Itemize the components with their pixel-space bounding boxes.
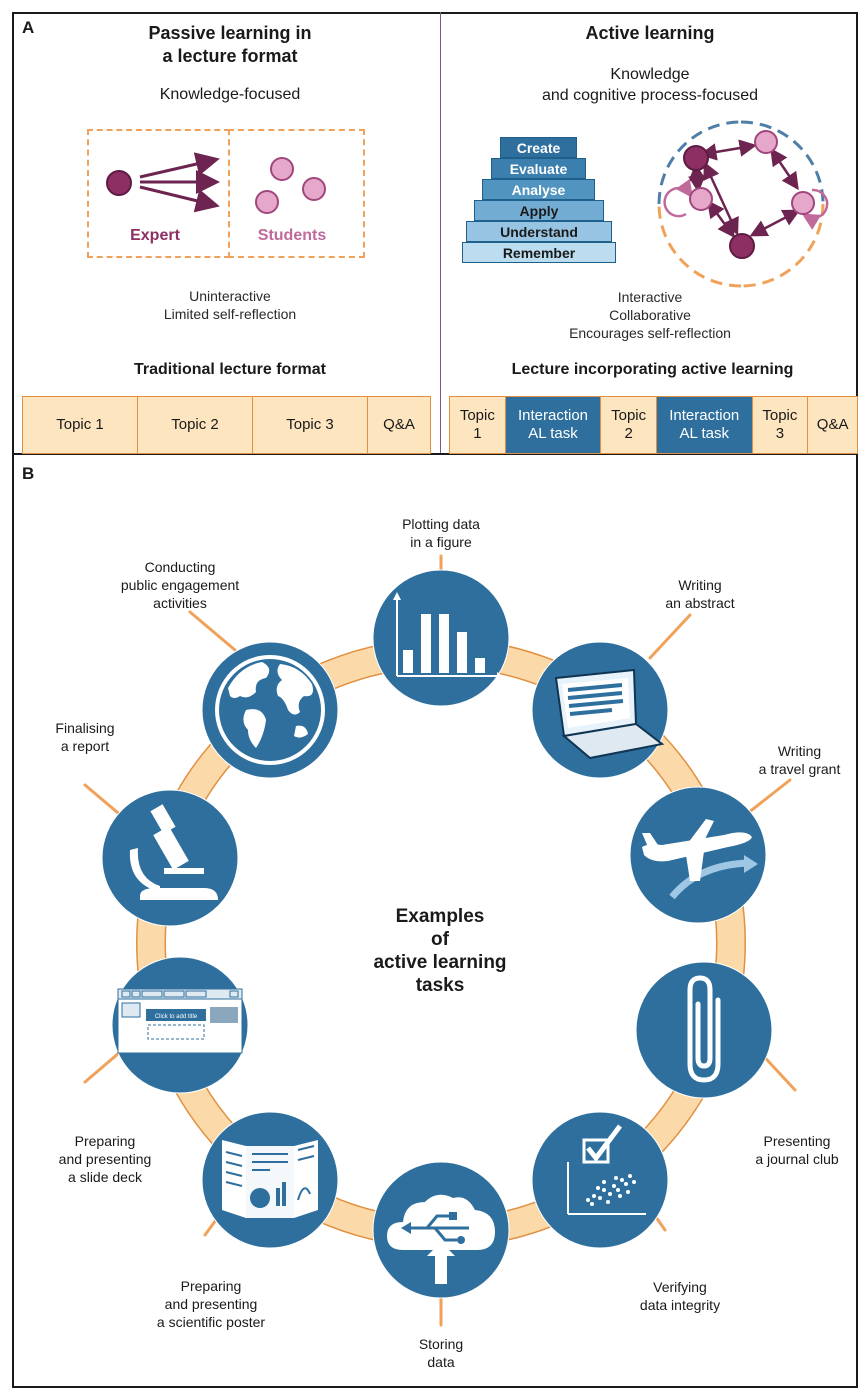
traditional-format-title: Traditional lecture format: [133, 361, 327, 378]
panel-a-letter: A: [22, 18, 35, 37]
cloud-usb-icon: [372, 1161, 510, 1299]
microscope-icon: [101, 789, 239, 927]
figure-frame: [12, 12, 858, 1388]
svg-text:Click to add title: Click to add title: [155, 1014, 198, 1020]
format-cell-topic: Topic 1: [23, 397, 138, 453]
panel-divider: [12, 453, 858, 455]
bloom-level: Remember: [462, 242, 616, 263]
globe-icon: [201, 641, 339, 779]
active-desc-line1: Interactive: [617, 289, 683, 305]
expert-label: Expert: [130, 227, 180, 244]
active-subtitle-line2: and cognitive process-focused: [541, 87, 759, 104]
traditional-format-bar: Topic 1 Topic 2 Topic 3 Q&A: [22, 396, 431, 454]
active-title: Active learning: [585, 23, 715, 43]
bar-chart-icon: [372, 569, 510, 707]
students-label: Students: [257, 227, 327, 244]
active-desc-line2: Collaborative: [609, 307, 691, 323]
passive-desc-line2: Limited self-reflection: [163, 306, 297, 322]
passive-desc-line1: Uninteractive: [189, 288, 271, 304]
format-cell-topic: Topic 2: [138, 397, 253, 453]
students-box: [228, 129, 365, 258]
passive-subtitle: Knowledge-focused: [159, 86, 301, 103]
poster-icon: [201, 1111, 339, 1249]
active-desc-line3: Encourages self-reflection: [569, 325, 731, 341]
expert-dot: [106, 170, 132, 196]
bloom-level: Evaluate: [491, 158, 586, 179]
student-dot: [302, 177, 326, 201]
format-cell-topic: Topic 3: [253, 397, 368, 453]
format-cell-qa: Q&A: [368, 397, 430, 453]
airplane-icon: [629, 786, 767, 924]
active-subtitle-line1: Knowledge: [610, 66, 690, 83]
bloom-level: Understand: [466, 221, 612, 242]
slide-deck-icon: Click to add title: [111, 956, 249, 1094]
panel-a-divider: [440, 12, 441, 454]
bloom-level: Analyse: [482, 179, 595, 200]
student-dot: [255, 190, 279, 214]
expert-arrows-icon: [139, 152, 220, 213]
center-title: Examples of active learning tasks: [373, 906, 507, 996]
passive-title-line1: Passive learning in: [148, 23, 312, 43]
active-format-title: Lecture incorporating active learning: [511, 361, 794, 378]
paperclip-icon: [635, 961, 773, 1099]
laptop-icon: [531, 641, 669, 779]
passive-title-line2: a lecture format: [162, 46, 298, 66]
format-cell-qa: Q&A: [808, 397, 858, 453]
bloom-level: Apply: [474, 200, 604, 221]
scatter-check-icon: [531, 1111, 669, 1249]
panel-b-letter: B: [22, 464, 35, 483]
student-dot: [270, 157, 294, 181]
bloom-level: Create: [500, 137, 577, 158]
collaboration-network-icon: [657, 120, 829, 288]
